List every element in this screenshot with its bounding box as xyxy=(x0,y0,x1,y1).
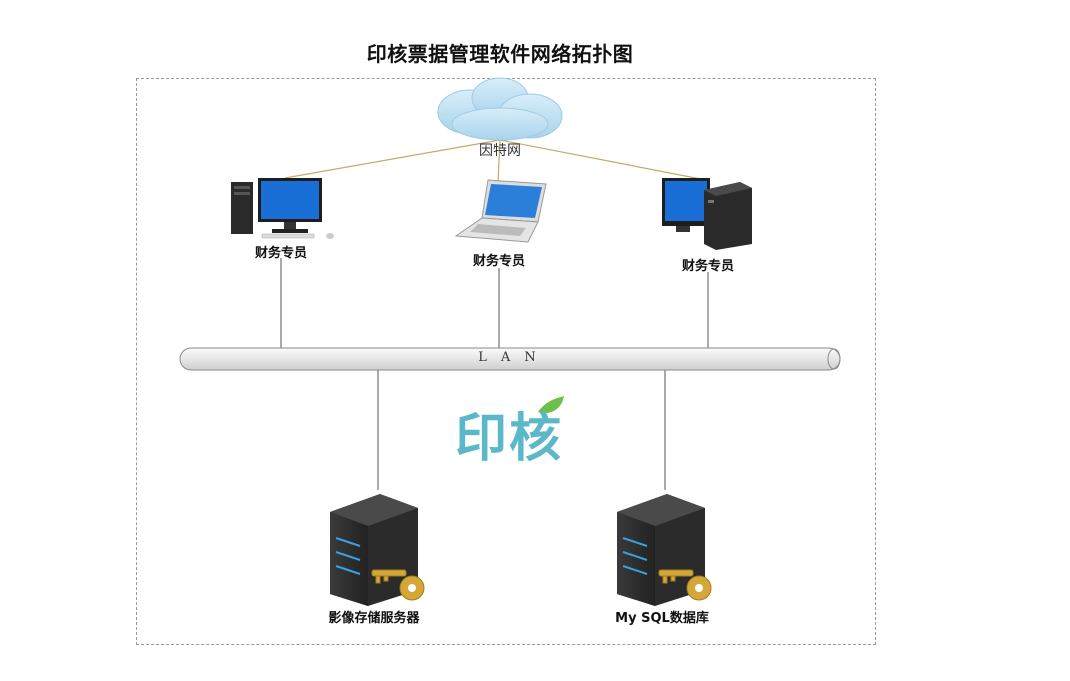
client-label: 财务专员 xyxy=(254,246,308,261)
server-key-icon xyxy=(330,494,425,606)
cloud-icon xyxy=(437,77,563,141)
server-key-icon xyxy=(617,494,712,606)
leaf-icon xyxy=(538,396,564,414)
client-label: 财务专员 xyxy=(472,254,526,269)
server-label: My SQL数据库 xyxy=(615,611,709,626)
desktop-computer-icon xyxy=(231,178,334,239)
lan-links xyxy=(280,258,709,490)
cloud-label: 因特网 xyxy=(479,143,521,159)
desktop-computer-icon xyxy=(662,178,752,250)
brand-logo-text: 印核 xyxy=(455,409,564,469)
diagram-title: 印核票据管理软件网络拓扑图 xyxy=(366,42,634,66)
client-label: 财务专员 xyxy=(681,259,735,274)
server-label: 影像存储服务器 xyxy=(328,611,420,626)
laptop-icon xyxy=(454,179,547,243)
lan-label: LAN xyxy=(478,350,550,365)
lan-bus xyxy=(179,347,841,371)
internet-links xyxy=(284,139,707,183)
